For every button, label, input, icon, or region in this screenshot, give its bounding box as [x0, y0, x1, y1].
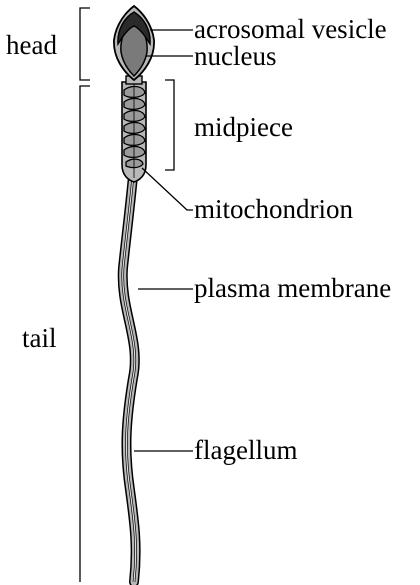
- label-head: head: [6, 30, 57, 60]
- label-plasma-membrane: plasma membrane: [194, 273, 391, 303]
- label-acrosomal-vesicle: acrosomal vesicle: [194, 14, 387, 44]
- label-flagellum: flagellum: [194, 435, 297, 465]
- label-mitochondrion: mitochondrion: [194, 194, 353, 224]
- label-midpiece: midpiece: [194, 112, 293, 142]
- head-bracket: [80, 8, 90, 80]
- label-nucleus: nucleus: [194, 41, 276, 71]
- leader-mitochondrion: [142, 168, 193, 210]
- tail-bracket: [80, 86, 90, 582]
- label-tail: tail: [22, 323, 57, 353]
- midpiece-bracket: [165, 80, 174, 170]
